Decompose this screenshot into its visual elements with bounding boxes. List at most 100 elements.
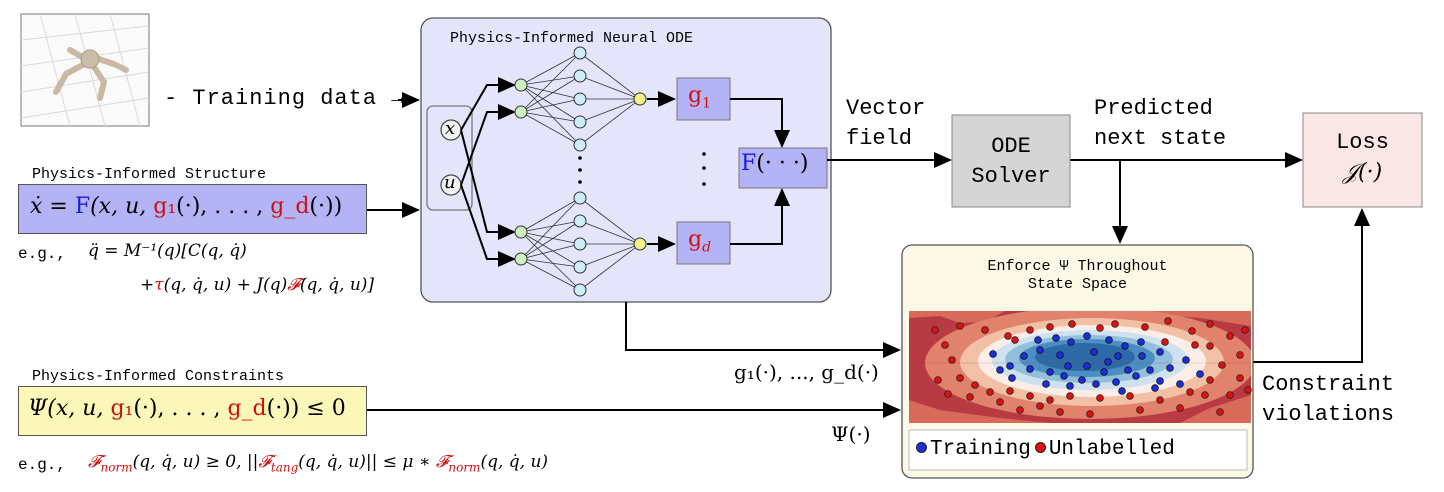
mlp-2-edge	[579, 243, 641, 291]
training-point	[1156, 348, 1164, 356]
mlp-2-hidden-node	[573, 237, 587, 251]
unlabelled-point	[966, 393, 974, 401]
training-point	[1132, 372, 1140, 380]
gd-box	[676, 221, 731, 265]
unlabelled-point	[1186, 388, 1194, 396]
unlabelled-point	[1188, 327, 1196, 335]
mlp-2-hidden-node	[573, 191, 587, 205]
training-point	[1138, 352, 1146, 360]
training-point	[1034, 336, 1042, 344]
mlp-1-edge	[520, 84, 581, 146]
input-x-label: x	[445, 118, 456, 139]
mlp-2-edge	[520, 220, 581, 260]
enforce-title-2: State Space	[1027, 276, 1128, 293]
mlp-2-edge	[520, 231, 581, 291]
training-point	[1020, 352, 1028, 360]
training-point	[1026, 365, 1034, 373]
unlabelled-point	[1206, 320, 1214, 328]
training-point	[1042, 380, 1050, 388]
training-point	[1112, 378, 1120, 386]
training-point	[1104, 358, 1112, 366]
training-point	[1083, 362, 1091, 370]
loss-box	[1302, 112, 1423, 208]
unlabelled-point	[1161, 338, 1169, 346]
unlabelled-dot-icon	[1034, 441, 1046, 453]
structure-title: Physics-Informed Structure	[32, 166, 267, 183]
mlp-1-edge	[520, 111, 581, 123]
mlp-networks	[514, 46, 647, 297]
unlabelled-point	[986, 388, 994, 396]
mlp-2-edge	[579, 243, 641, 268]
training-point	[1151, 384, 1159, 392]
combiner-box	[738, 147, 828, 189]
loss-label-2: 𝒥(·)	[1342, 160, 1383, 185]
unlabelled-point	[1096, 324, 1104, 332]
training-point	[1166, 364, 1174, 372]
mlp-1-edge	[579, 98, 641, 146]
training-point	[1196, 370, 1204, 378]
training-point	[996, 366, 1004, 374]
training-point	[1124, 366, 1132, 374]
mlp-1-hidden-node	[573, 46, 587, 60]
mlp-2-edge	[520, 258, 581, 268]
structure-equation: ẋ = F(x, u, g₁(·), . . . , g_d(·))	[30, 194, 343, 219]
mlp-1-edge	[520, 98, 581, 113]
training-point	[1121, 342, 1129, 350]
robot-thumbnail	[20, 13, 150, 127]
training-point	[1056, 351, 1064, 359]
unlabelled-point	[931, 326, 939, 334]
legend-box	[908, 429, 1248, 471]
mlp-2-hidden-node	[573, 214, 587, 228]
mlp-1-edge	[520, 84, 581, 100]
vector-field-label-2: field	[846, 126, 913, 151]
mlp-2-edge	[520, 258, 581, 291]
input-bracket	[426, 105, 473, 211]
gd-label: gd	[688, 227, 712, 256]
unlabelled-point	[1226, 332, 1234, 340]
loss-label-1: Loss	[1336, 130, 1389, 155]
training-point	[1036, 346, 1044, 354]
training-point	[1066, 382, 1074, 390]
unlabelled-point	[1201, 391, 1209, 399]
training-point	[1176, 380, 1184, 388]
unlabelled-point	[1206, 376, 1214, 384]
unlabelled-point	[956, 374, 964, 382]
combiner-label: F(· · ·)	[741, 151, 809, 176]
g1-label: g1	[688, 83, 712, 112]
mlp-1-edge	[579, 98, 641, 123]
mlp-1-edge	[579, 52, 641, 100]
mlp-1-edge	[579, 75, 641, 100]
constraints-box	[18, 386, 367, 436]
unlabelled-point	[948, 356, 956, 364]
training-point	[1114, 352, 1122, 360]
training-point	[1105, 336, 1113, 344]
training-point	[1090, 348, 1098, 356]
mlp-2-hidden-node	[573, 283, 587, 297]
unlabelled-point	[1026, 326, 1034, 334]
mlp-1-input-node	[514, 105, 528, 119]
ode-solver-label-1: ODE	[991, 134, 1031, 159]
structure-example-line2: +τ(q, q̇, u) + J(q)𝓕(q, q̇, u)]	[140, 275, 375, 295]
mlp-2-edge	[520, 197, 581, 233]
mlp-2-output-node	[633, 237, 647, 251]
training-point	[1006, 362, 1014, 370]
unlabelled-point	[1236, 351, 1244, 359]
input-u-label: u	[444, 172, 456, 193]
constraints-example: 𝓕norm(q, q̇, u) ≥ 0, ||𝓕tang(q, q̇, u)||…	[88, 452, 549, 475]
unlabelled-point	[1111, 320, 1119, 328]
structure-example-line1: q̈ = M⁻¹(q)[C(q, q̇)	[88, 241, 247, 261]
enforce-title-1: Enforce Ψ Throughout	[987, 258, 1168, 275]
unlabelled-point	[1086, 410, 1094, 418]
unlabelled-point	[1241, 326, 1249, 334]
predicted-label-1: Predicted	[1094, 96, 1213, 121]
unlabelled-point	[1216, 408, 1224, 416]
training-point	[1008, 374, 1016, 382]
mlp-1-hidden-node	[573, 115, 587, 129]
constraint-violations-label-2: violations	[1262, 402, 1395, 427]
mlp-1-hidden-node	[573, 69, 587, 83]
unlabelled-point	[1011, 336, 1019, 344]
constraint-violations-label-1: Constraint	[1262, 372, 1395, 397]
ode-solver-box	[951, 114, 1071, 208]
